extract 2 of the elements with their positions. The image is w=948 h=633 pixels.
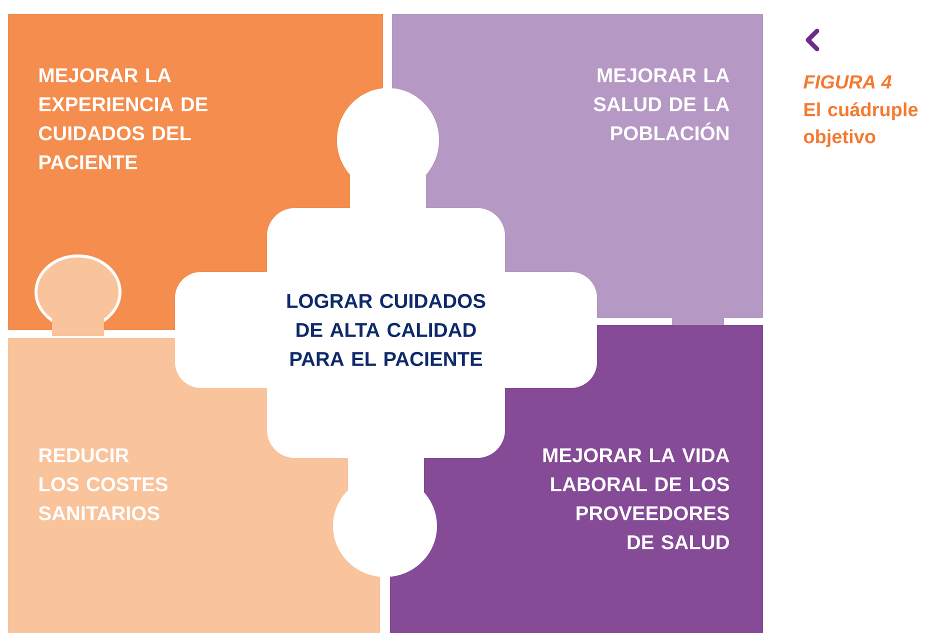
figure-title: El cuádruple objetivo: [804, 102, 918, 148]
figure-number: FIGURA 4: [804, 75, 892, 89]
